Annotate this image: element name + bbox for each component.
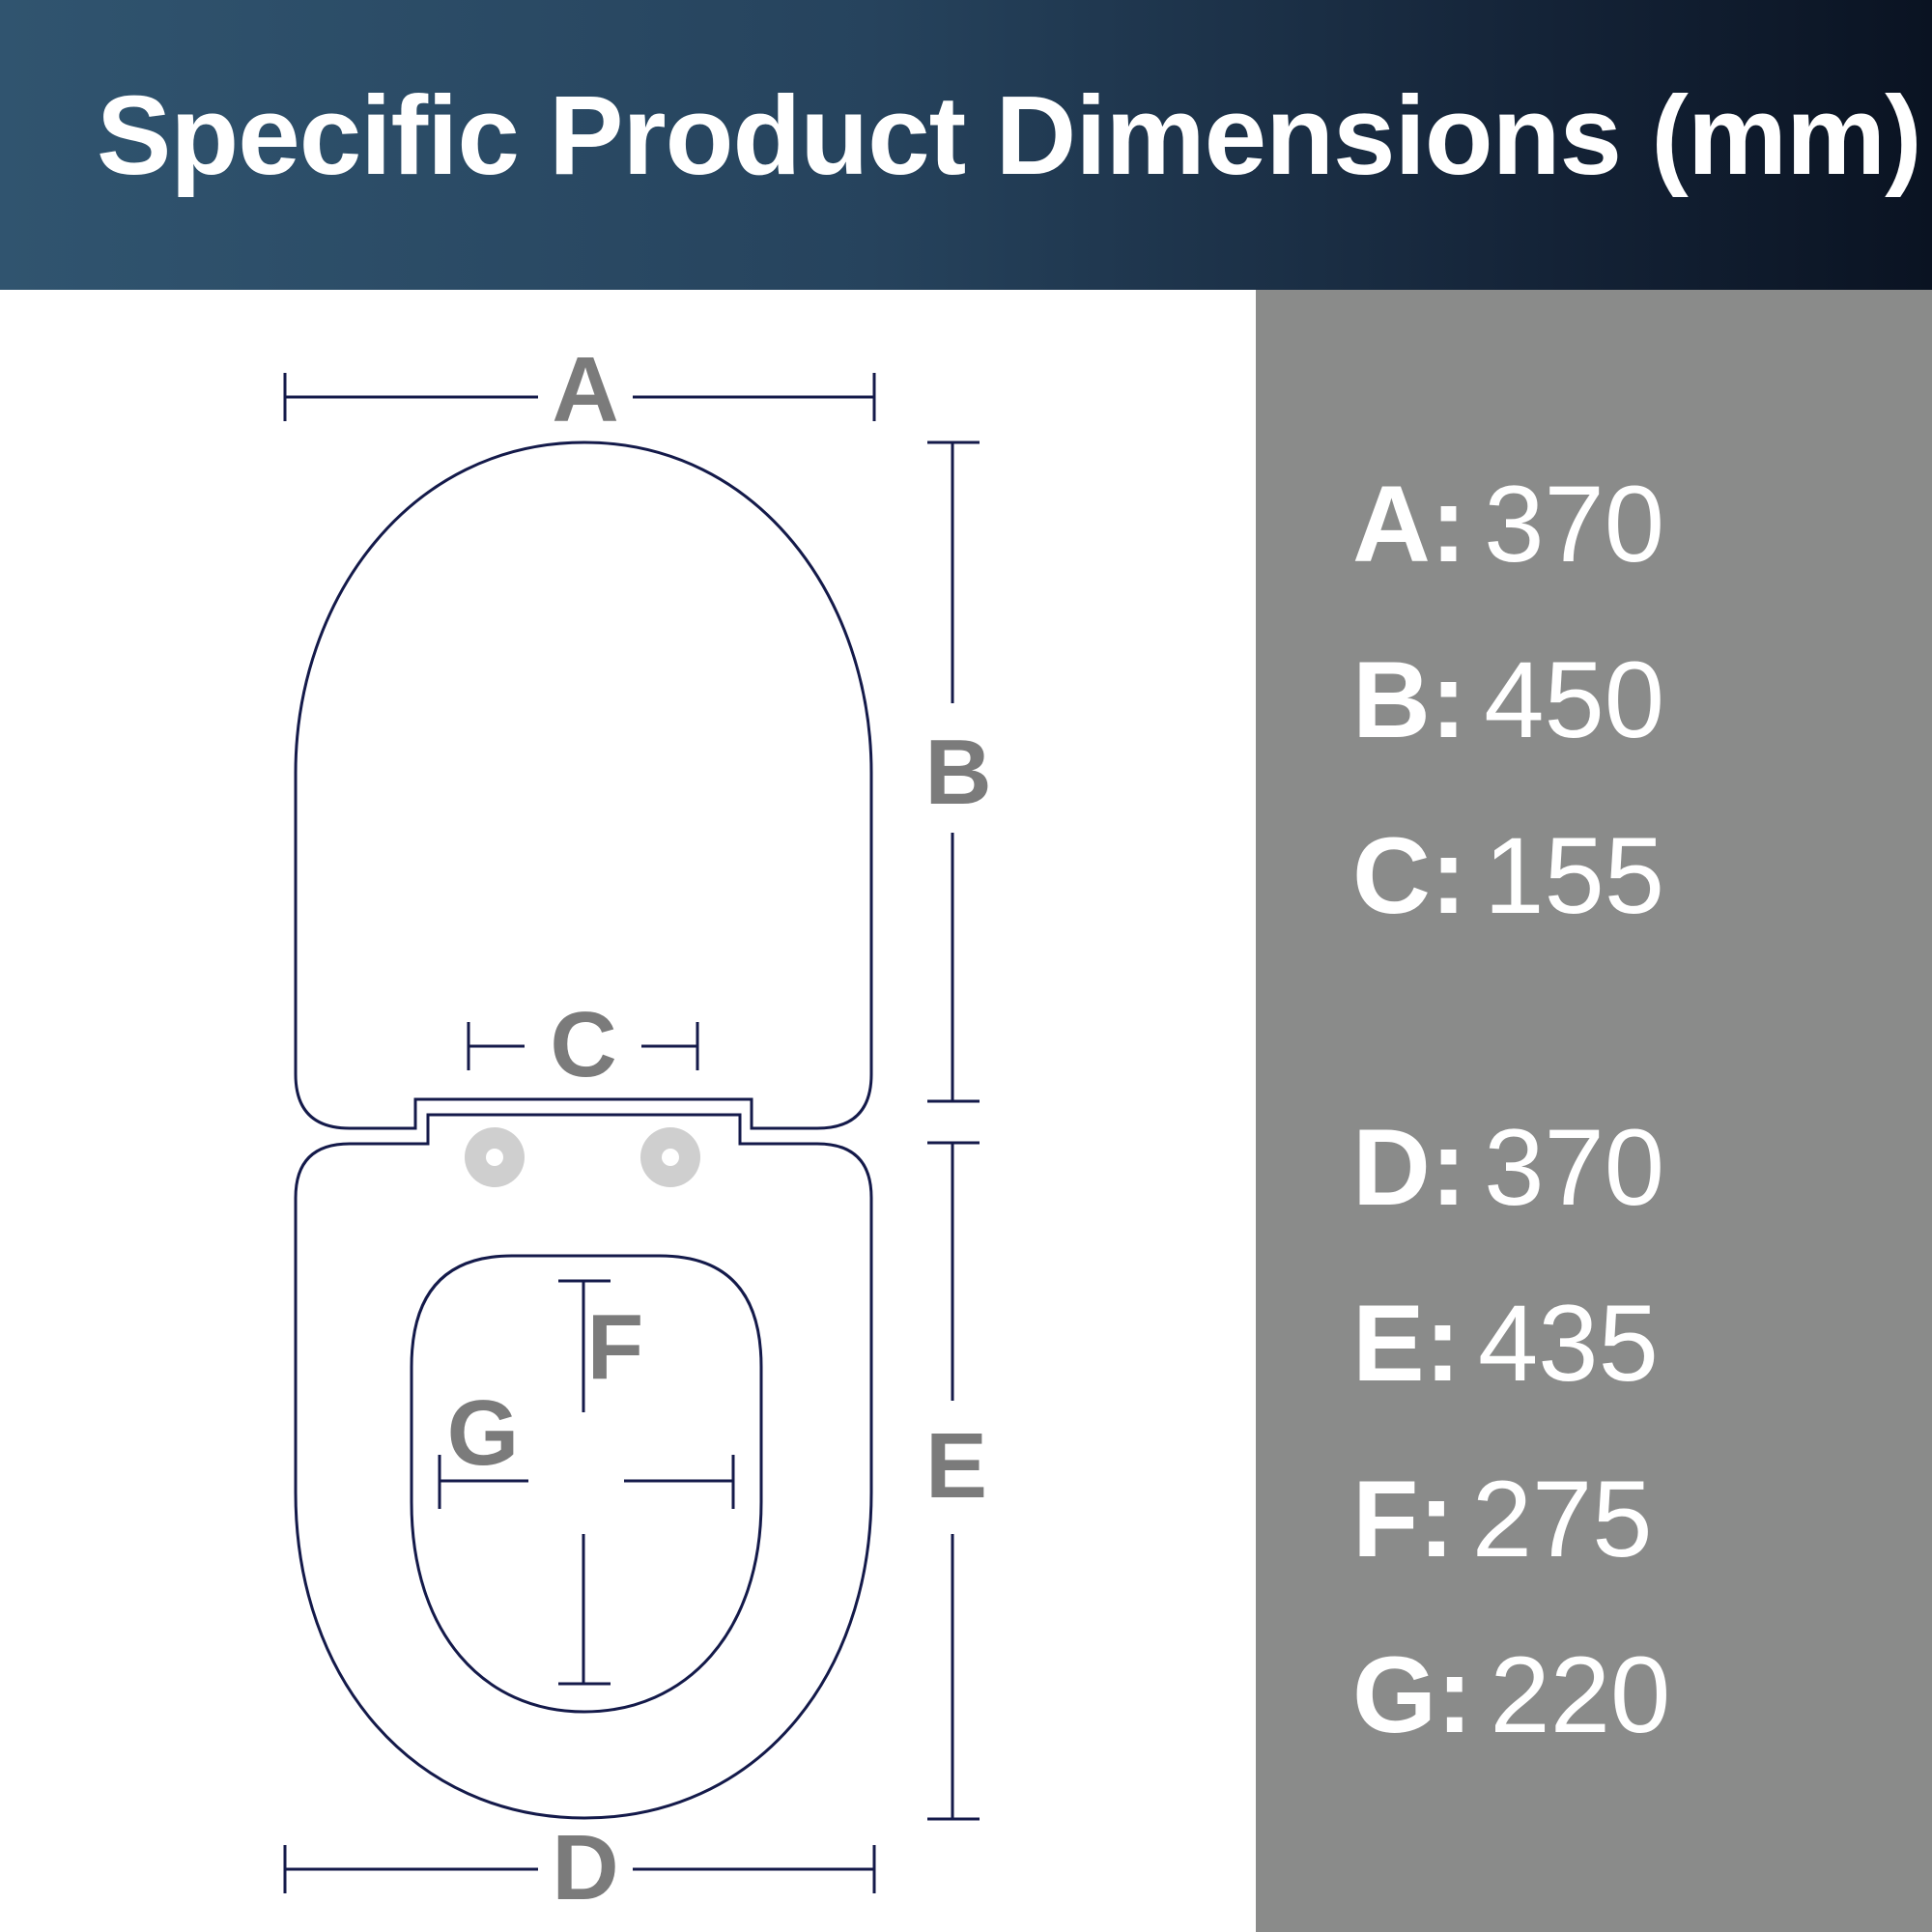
label-f: F [587, 1295, 644, 1399]
label-b: B [924, 721, 991, 824]
label-a: A [552, 338, 618, 441]
dimension-key: G: [1352, 1634, 1473, 1755]
dimension-row-d: D:370 [1352, 1110, 1664, 1226]
label-e: E [925, 1414, 987, 1518]
dimension-row-c: C:155 [1352, 818, 1664, 934]
dimension-key: D: [1352, 1107, 1467, 1228]
dimension-key: F: [1352, 1459, 1455, 1579]
label-g: G [447, 1381, 520, 1485]
hinge-left-icon [465, 1127, 525, 1187]
hinge-right-icon [640, 1127, 700, 1187]
dimension-value: 370 [1484, 1107, 1665, 1228]
header-banner: Specific Product Dimensions (mm) [0, 0, 1932, 290]
dimension-key: B: [1352, 639, 1467, 760]
seat-opening [410, 1254, 763, 1714]
label-d: D [552, 1816, 618, 1919]
dimension-line-g [438, 1455, 735, 1509]
page-title: Specific Product Dimensions (mm) [97, 72, 1922, 198]
dimension-value: 275 [1471, 1459, 1653, 1579]
dimension-row-e: E:435 [1352, 1286, 1659, 1402]
toilet-seat-diagram: A B C D E F G [283, 338, 992, 1919]
dimensions-panel: A:370 B:450 C:155 D:370 E:435 F:275 G:22… [1256, 290, 1932, 1932]
dimension-value: 155 [1484, 815, 1665, 936]
dimension-key: C: [1352, 815, 1467, 936]
dimension-row-b: B:450 [1352, 642, 1664, 758]
dimension-row-f: F:275 [1352, 1462, 1653, 1577]
dimension-row-a: A:370 [1352, 467, 1664, 582]
dimension-line-a [283, 373, 876, 421]
dimension-value: 450 [1484, 639, 1665, 760]
dimension-line-b [927, 440, 980, 1103]
label-c: C [550, 993, 616, 1096]
dimension-value: 370 [1484, 464, 1665, 584]
dimension-line-c [467, 1022, 699, 1070]
dimension-key: E: [1352, 1283, 1461, 1404]
lid-outline [294, 440, 873, 1130]
dimension-value: 435 [1478, 1283, 1659, 1404]
dimension-row-g: G:220 [1352, 1637, 1670, 1753]
seat-outline [294, 1113, 873, 1820]
dimension-line-d [283, 1845, 876, 1893]
dimension-line-f [558, 1279, 611, 1686]
dimension-key: A: [1352, 464, 1467, 584]
dimension-value: 220 [1490, 1634, 1671, 1755]
dimension-line-e [927, 1141, 980, 1821]
